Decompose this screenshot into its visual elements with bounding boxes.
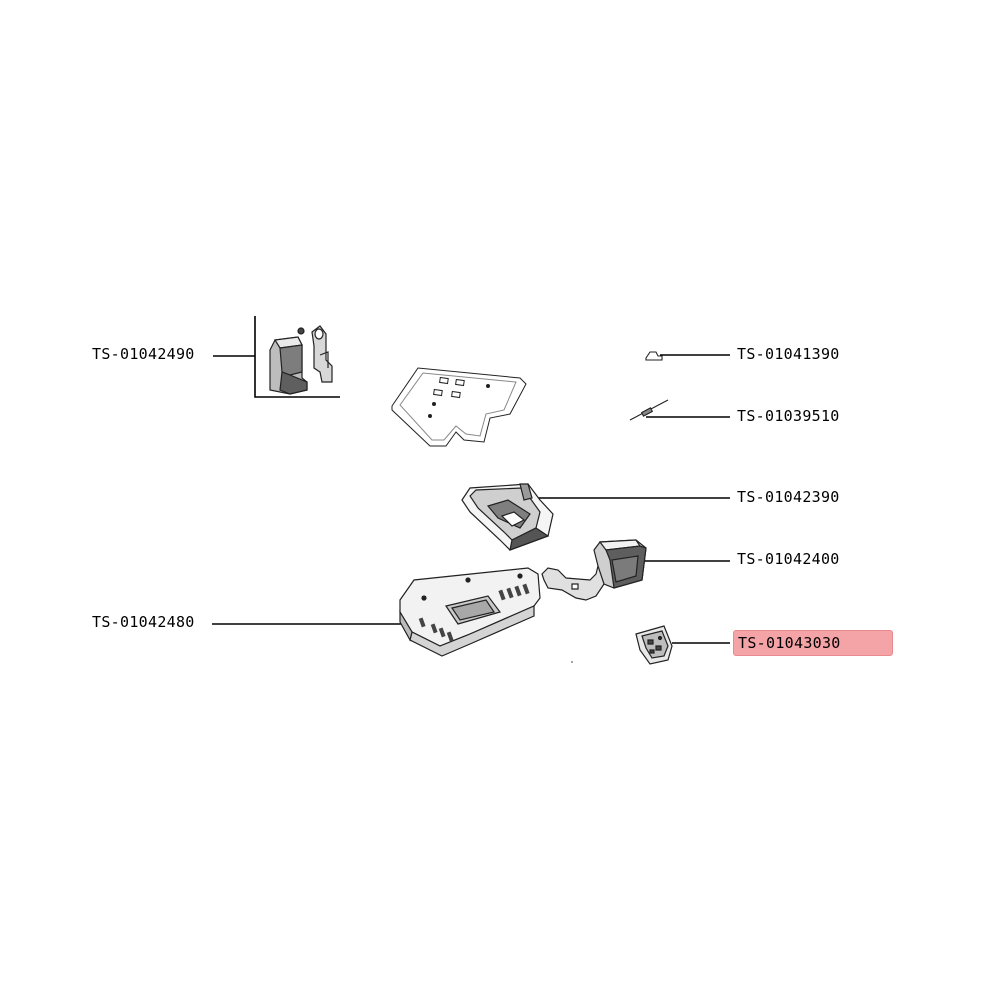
leader-lines bbox=[212, 316, 730, 644]
part-illustration-tray bbox=[462, 484, 553, 550]
part-illustration-hinge bbox=[270, 326, 332, 394]
bracket-part-1 bbox=[254, 316, 340, 398]
part-label-6[interactable]: TS-01042480 bbox=[92, 613, 195, 631]
stray-dot bbox=[571, 661, 573, 663]
part-label-7-highlighted[interactable]: TS-01043030 bbox=[733, 630, 893, 656]
part-label-2[interactable]: TS-01041390 bbox=[737, 345, 840, 363]
part-illustration-control-board bbox=[636, 626, 672, 664]
part-illustration-base-plate bbox=[392, 368, 526, 446]
part-illustration-fuse bbox=[630, 400, 668, 420]
part-label-3[interactable]: TS-01039510 bbox=[737, 407, 840, 425]
part-illustration-box-bracket bbox=[542, 540, 646, 600]
part-illustration-clip bbox=[646, 352, 662, 360]
part-illustration-heating-panel bbox=[400, 568, 540, 656]
part-label-4[interactable]: TS-01042390 bbox=[737, 488, 840, 506]
part-label-5[interactable]: TS-01042400 bbox=[737, 550, 840, 568]
part-label-1[interactable]: TS-01042490 bbox=[92, 345, 195, 363]
